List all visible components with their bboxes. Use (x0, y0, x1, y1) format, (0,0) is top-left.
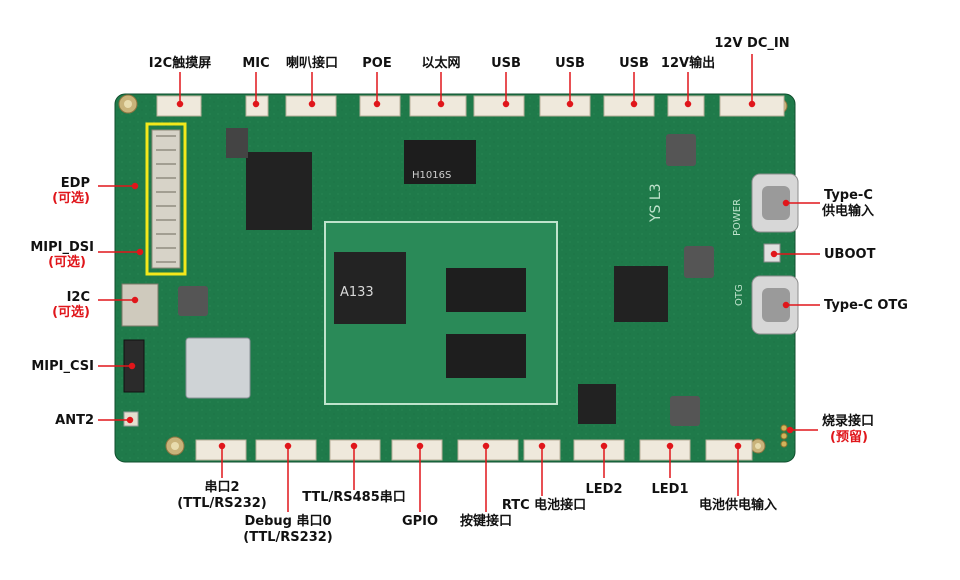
label-key-port: 按键接口 (459, 514, 512, 529)
otg-silk: OTG (734, 284, 745, 306)
label-edp-optional: (可选) (52, 191, 90, 206)
label-debug-uart0-sub: (TTL/RS232) (243, 530, 333, 545)
usb-hub-chip (578, 384, 616, 424)
wifi-module (185, 337, 251, 399)
label-led2: LED2 (585, 482, 623, 497)
ram-chip-1 (446, 268, 526, 312)
label-led1: LED1 (651, 482, 689, 497)
pmic-chip (614, 266, 668, 322)
label-debug-uart0: Debug 串口0 (244, 514, 332, 529)
label-ethernet: 以太网 (421, 56, 461, 71)
label-poe: POE (362, 56, 392, 71)
soc-chip (334, 252, 406, 324)
label-usb-1: USB (491, 56, 521, 71)
inductor-3 (670, 396, 700, 426)
label-uart2-sub: (TTL/RS232) (177, 496, 267, 511)
label-gpio: GPIO (401, 514, 439, 529)
label-i2c-optional: (可选) (52, 305, 90, 320)
flash-pads (780, 424, 788, 448)
leader-lines (98, 54, 820, 512)
label-usb-2: USB (555, 56, 585, 71)
label-flash-port-reserved: (预留) (830, 430, 868, 445)
label-i2c-touchscreen: I2C触摸屏 (148, 56, 212, 71)
power-silk: POWER (732, 199, 743, 236)
inductor-1 (666, 134, 696, 166)
label-uboot: UBOOT (824, 247, 876, 262)
label-12v-out: 12V输出 (660, 56, 716, 71)
regulator-chip (226, 128, 248, 158)
inductor-4 (178, 286, 208, 316)
label-battery-input: 电池供电输入 (698, 498, 777, 513)
audio-chip (246, 152, 312, 230)
label-i2c: I2C (66, 290, 90, 305)
label-mipi-dsi-optional: (可选) (48, 255, 86, 270)
label-12v-dc-in: 12V DC_IN (714, 36, 790, 51)
label-ttl-rs485: TTL/RS485串口 (302, 490, 406, 505)
i2c-connector (121, 283, 159, 327)
label-type-c-otg: Type-C OTG (824, 298, 908, 313)
label-uart2: 串口2 (204, 480, 240, 495)
ethernet-transformer (404, 140, 476, 184)
label-edp: EDP (60, 176, 90, 191)
bottom-connectors (195, 439, 753, 461)
label-usb-3: USB (619, 56, 649, 71)
label-flash-port: 烧录接口 (822, 414, 875, 429)
label-type-c-power-sub: 供电输入 (822, 204, 875, 219)
module-mark: H1016S (412, 170, 451, 181)
label-ant2: ANT2 (55, 413, 94, 428)
label-mipi-dsi: MIPI_DSI (30, 240, 94, 255)
silk-text: YS L3 (648, 183, 664, 223)
label-mic: MIC (242, 56, 270, 71)
soc-mark: A133 (340, 285, 374, 300)
label-speaker: 喇叭接口 (285, 56, 338, 71)
inductor-2 (684, 246, 714, 278)
label-rtc-battery: RTC 电池接口 (501, 498, 587, 513)
label-mipi-csi: MIPI_CSI (31, 359, 94, 374)
ram-chip-2 (446, 334, 526, 378)
label-type-c-power: Type-C (824, 188, 873, 203)
edp-connector-highlight (145, 122, 187, 276)
